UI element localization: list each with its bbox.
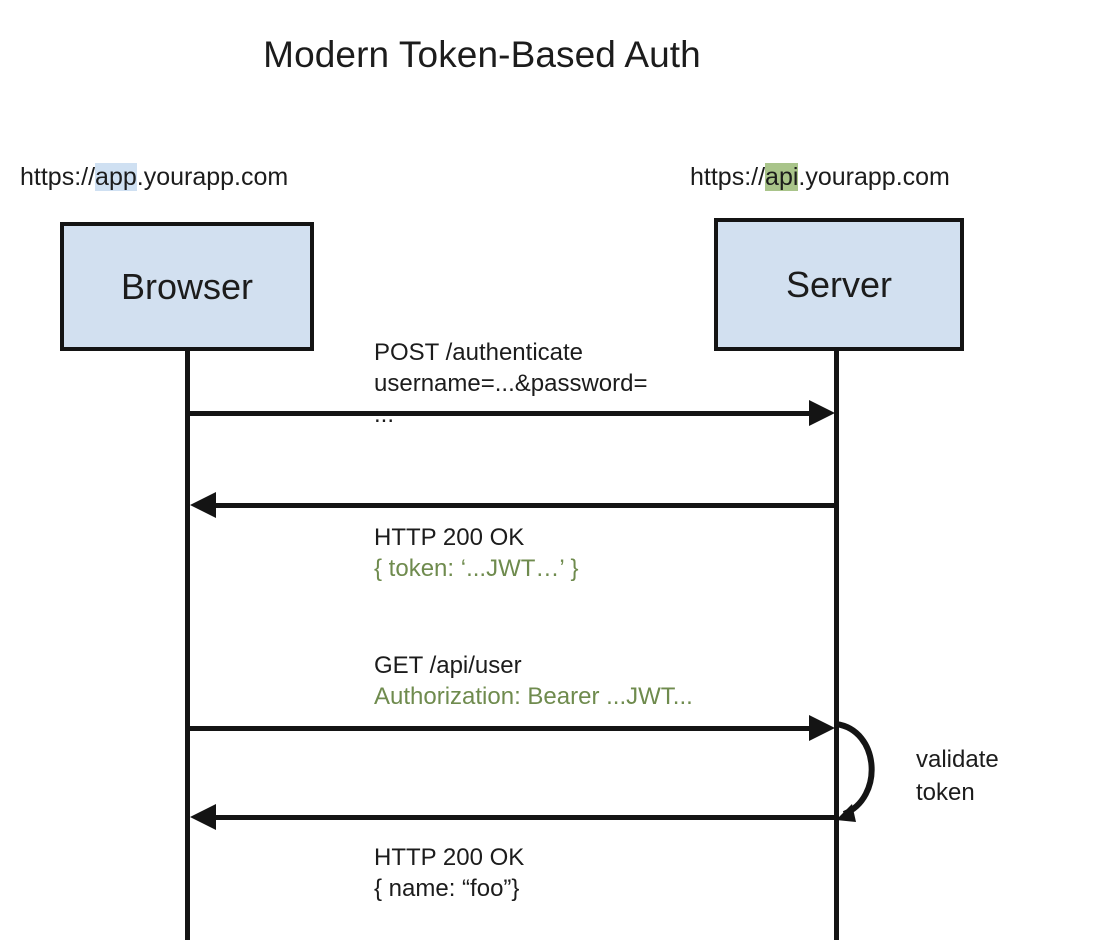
arrowhead-left-icon bbox=[190, 492, 216, 518]
server-url-prefix: https:// bbox=[690, 163, 766, 191]
participant-server-label: Server bbox=[785, 263, 893, 305]
self-loop-line-1: validate bbox=[916, 746, 999, 773]
message-1-line-1: POST /authenticate bbox=[374, 339, 584, 366]
message-2-line-1: HTTP 200 OK bbox=[374, 524, 525, 551]
message-1-line-2: username=...&password= bbox=[374, 370, 648, 397]
message-label-1: POST /authenticate username=...&password… bbox=[374, 337, 647, 430]
browser-url-highlight: app bbox=[95, 163, 137, 191]
message-arrow-3 bbox=[187, 726, 812, 731]
self-loop-arrow bbox=[835, 721, 875, 822]
browser-url-label: https://app.yourapp.com bbox=[20, 163, 288, 192]
message-label-3: GET /api/user Authorization: Bearer ...J… bbox=[374, 650, 693, 712]
page-title: Modern Token-Based Auth bbox=[263, 34, 701, 75]
message-label-4: HTTP 200 OK { name: “foo”} bbox=[374, 842, 524, 904]
message-arrow-2 bbox=[213, 503, 836, 508]
browser-url-suffix: .yourapp.com bbox=[136, 163, 289, 191]
browser-url-prefix: https:// bbox=[20, 163, 96, 191]
message-4-line-2: { name: “foo”} bbox=[374, 875, 520, 902]
message-arrow-1 bbox=[187, 411, 812, 416]
lifeline-server bbox=[834, 350, 839, 940]
server-url-label: https://api.yourapp.com bbox=[690, 163, 950, 192]
message-label-2: HTTP 200 OK { token: ‘...JWT…’ } bbox=[374, 522, 579, 584]
message-2-line-2: { token: ‘...JWT…’ } bbox=[374, 555, 579, 582]
message-3-line-1: GET /api/user bbox=[374, 652, 522, 679]
message-arrow-4 bbox=[213, 815, 836, 820]
arrowhead-right-icon bbox=[809, 715, 835, 741]
participant-browser-label: Browser bbox=[120, 265, 254, 307]
server-url-suffix: .yourapp.com bbox=[798, 163, 950, 191]
message-4-line-1: HTTP 200 OK bbox=[374, 844, 525, 871]
participant-browser: Browser bbox=[60, 222, 314, 351]
message-3-line-2: Authorization: Bearer ...JWT... bbox=[374, 683, 693, 710]
lifeline-browser bbox=[185, 350, 190, 940]
self-loop-line-2: token bbox=[916, 779, 975, 806]
server-url-highlight: api bbox=[765, 163, 799, 191]
arrowhead-left-icon bbox=[190, 804, 216, 830]
participant-server: Server bbox=[714, 218, 964, 351]
self-loop-label: validate token bbox=[916, 743, 999, 809]
arrowhead-right-icon bbox=[809, 400, 835, 426]
